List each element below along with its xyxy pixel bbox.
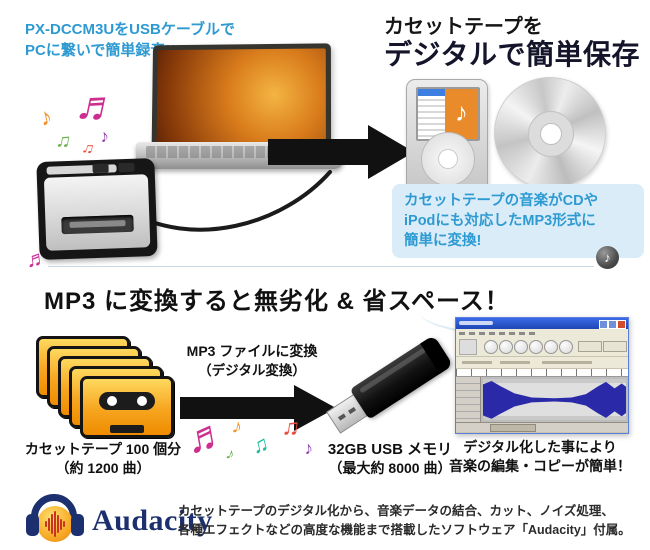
usb-stick-illustration (323, 334, 454, 437)
music-note-icon: ♪ (229, 415, 245, 439)
audacity-menu-bar (456, 328, 628, 338)
cassette-tape-front (80, 376, 174, 438)
music-note-icon: ♫ (80, 138, 97, 159)
transport-button (559, 340, 573, 355)
audacity-app-window (455, 317, 629, 434)
music-note-icon: ♪ (36, 102, 55, 133)
ipod-center-button (438, 149, 458, 169)
music-note-icon: ♫ (54, 128, 73, 154)
device-body (43, 174, 151, 251)
level-meter (603, 341, 627, 353)
audacity-toolbar-2 (456, 357, 628, 369)
caption-line: PX-DCCM3UをUSBケーブルで (25, 21, 235, 38)
info-line: カセットテープの音楽がCDや (404, 193, 599, 209)
track-control-panel (456, 377, 481, 423)
transport-button (544, 340, 558, 355)
cassette-reel (137, 396, 147, 406)
usb-caption: 32GB USB メモリ （最大約 8000 曲） (327, 441, 453, 476)
bottom-description: カセットテープのデジタル化から、音楽データの結合、カット、ノイズ処理、 各種エフ… (178, 504, 631, 537)
minimize-icon (599, 320, 608, 329)
transport-button (514, 340, 528, 355)
tool-palette (459, 339, 477, 356)
transport-button (499, 340, 513, 355)
audacity-logo: Audacity (26, 494, 213, 548)
ipod-illustration: ♪ (406, 79, 488, 193)
ipod-menu-highlight (418, 89, 445, 96)
audacity-toolbar (456, 337, 628, 358)
audacity-timeline-ruler (456, 368, 628, 378)
maximize-icon (608, 320, 617, 329)
cassette-stack-caption: カセットテープ 100 個分 （約 1200 曲） (24, 441, 182, 476)
usb-body (349, 334, 454, 420)
music-note-icon: ♬ (182, 408, 232, 463)
transport-button (529, 340, 543, 355)
audacity-benefit-caption: デジタル化した事により 音楽の編集・コピーが簡単！ (449, 439, 631, 474)
heading-line: カセットテープを (384, 16, 543, 38)
caption-line: PCに繋いで簡単録音!! (25, 42, 176, 59)
flow-arrow-right-icon (268, 125, 414, 179)
ipod-album-art: ♪ (445, 89, 478, 139)
ipod-menu-list (418, 89, 445, 139)
audacity-wordmark: Audacity (92, 504, 213, 537)
device-window-inner (69, 220, 126, 228)
note-sphere-icon: ♪ (596, 246, 619, 269)
cassette-stack-illustration (36, 336, 176, 440)
transport-button (484, 340, 498, 355)
audacity-status-bar (456, 431, 628, 433)
cassette-reel (107, 396, 117, 406)
cassette-foot (110, 425, 144, 433)
music-note-icon: ♫ (249, 430, 272, 459)
audacity-track (456, 377, 628, 423)
cassette-converter-device (36, 157, 158, 261)
ipod-click-wheel (421, 132, 475, 186)
audacity-title-bar (456, 318, 628, 329)
info-line: iPodにも対応したMP3形式に (404, 213, 596, 229)
audacity-headphones-icon (26, 494, 84, 548)
device-button (118, 162, 135, 173)
cd-disc-illustration (494, 77, 606, 189)
divider-line (48, 266, 594, 267)
flow-arrow-right-icon (180, 385, 336, 431)
audacity-scrollbar (456, 422, 628, 433)
cd-center-hole (540, 123, 562, 145)
music-note-icon: ♫ (280, 412, 302, 443)
close-icon (617, 320, 626, 329)
ipod-screen: ♪ (416, 87, 480, 141)
level-meter (578, 341, 602, 353)
info-line: 簡単に変換! (404, 233, 482, 249)
info-box: カセットテープの音楽がCDや iPodにも対応したMP3形式に 簡単に変換! (392, 184, 644, 258)
cassette-window (99, 392, 155, 410)
pink-note-icon: ♬ (24, 244, 50, 273)
top-right-heading: カセットテープを デジタルで簡単保存 (384, 15, 640, 71)
heading-line: デジタルで簡単保存 (384, 39, 640, 70)
top-left-caption: PX-DCCM3UをUSBケーブルで PCに繋いで簡単録音!! (25, 19, 235, 61)
device-button (92, 163, 109, 174)
convert-label: MP3 ファイルに変換 （デジタル変換） (186, 343, 318, 378)
device-window-slot (61, 214, 134, 235)
